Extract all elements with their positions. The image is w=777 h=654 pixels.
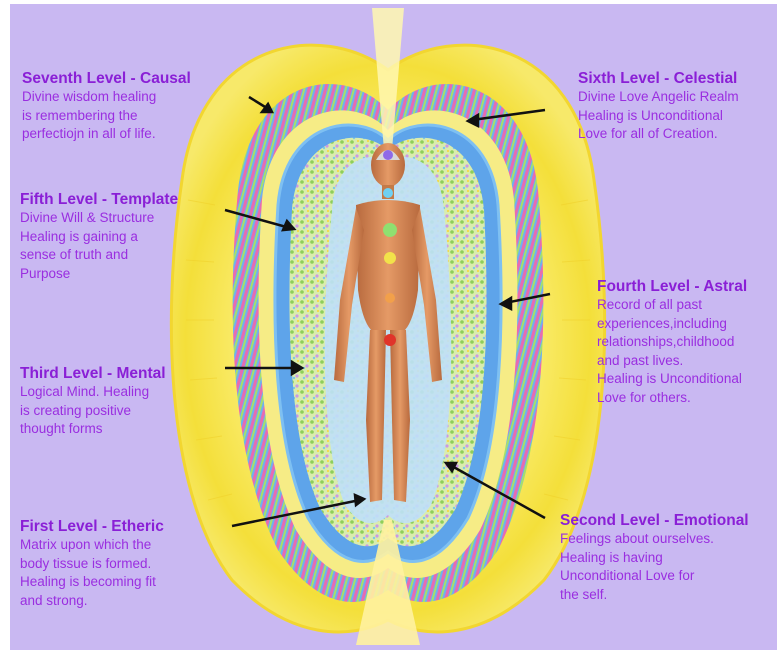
level-line: Healing is gaining a — [20, 228, 178, 247]
level-line: Feelings about ourselves. — [560, 530, 749, 549]
level-line: is remembering the — [22, 107, 191, 126]
level-line: perfectiojn in all of life. — [22, 125, 191, 144]
level-line: Unconditional Love for — [560, 567, 749, 586]
label-seventh-level: Seventh Level - Causal Divine wisdom hea… — [22, 69, 191, 144]
label-second-level: Second Level - Emotional Feelings about … — [560, 511, 749, 604]
label-fifth-level: Fifth Level - Template Divine Will & Str… — [20, 190, 178, 283]
level-line: experiences,including — [597, 315, 747, 334]
level-line: body tissue is formed. — [20, 555, 164, 574]
label-sixth-level: Sixth Level - Celestial Divine Love Ange… — [578, 69, 739, 144]
level-line: relationships,childhood — [597, 333, 747, 352]
level-title: Second Level - Emotional — [560, 511, 749, 530]
level-line: and past lives. — [597, 352, 747, 371]
label-third-level: Third Level - Mental Logical Mind. Heali… — [20, 364, 166, 439]
label-fourth-level: Fourth Level - Astral Record of all past… — [597, 277, 747, 408]
level-line: Divine Will & Structure — [20, 209, 178, 228]
level-line: sense of truth and — [20, 246, 178, 265]
level-line: Logical Mind. Healing — [20, 383, 166, 402]
level-title: Third Level - Mental — [20, 364, 166, 383]
level-line: Healing is becoming fit — [20, 573, 164, 592]
level-line: Divine Love Angelic Realm — [578, 88, 739, 107]
level-line: Purpose — [20, 265, 178, 284]
level-line: the self. — [560, 586, 749, 605]
level-line: and strong. — [20, 592, 164, 611]
level-line: is creating positive — [20, 402, 166, 421]
level-line: Healing is having — [560, 549, 749, 568]
level-line: Matrix upon which the — [20, 536, 164, 555]
level-line: Healing is Unconditional — [578, 107, 739, 126]
level-title: Fourth Level - Astral — [597, 277, 747, 296]
level-title: Fifth Level - Template — [20, 190, 178, 209]
level-title: Seventh Level - Causal — [22, 69, 191, 88]
level-line: Love for others. — [597, 389, 747, 408]
level-line: Love for all of Creation. — [578, 125, 739, 144]
level-title: Sixth Level - Celestial — [578, 69, 739, 88]
level-line: Record of all past — [597, 296, 747, 315]
level-line: Healing is Unconditional — [597, 370, 747, 389]
label-first-level: First Level - Etheric Matrix upon which … — [20, 517, 164, 610]
level-line: Divine wisdom healing — [22, 88, 191, 107]
level-line: thought forms — [20, 420, 166, 439]
level-title: First Level - Etheric — [20, 517, 164, 536]
